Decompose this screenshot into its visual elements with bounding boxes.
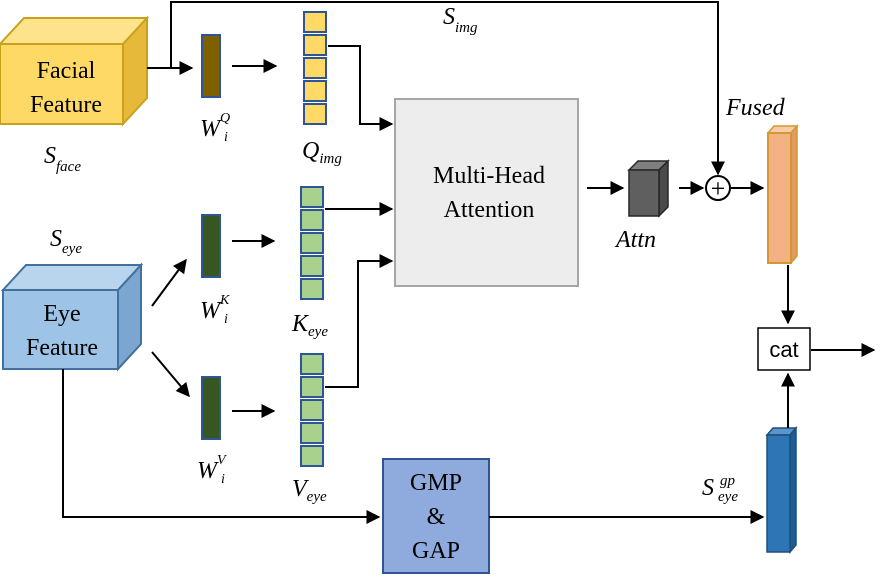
s-eye-label: Seye xyxy=(50,226,82,257)
wk-bar xyxy=(201,214,221,278)
attn-cube-side xyxy=(658,159,669,218)
fused-bar-front xyxy=(767,132,792,264)
wv-bar xyxy=(201,376,221,440)
k-eye-label: Keye xyxy=(291,311,328,340)
k-eye-vector xyxy=(300,186,324,300)
v-cell xyxy=(300,399,324,421)
s-eye-gp-sub: eye xyxy=(718,489,738,505)
arrow-eye-to-gmp-gap xyxy=(62,369,381,524)
k-cell xyxy=(300,255,324,277)
facial-feature-cube: Facial Feature xyxy=(0,15,150,127)
concat-label: cat xyxy=(769,337,798,362)
fused-label: Fused xyxy=(725,95,786,121)
k-cell xyxy=(300,232,324,254)
s-eye-gp-label: S xyxy=(702,475,714,501)
eye-feature-cube: Eye Feature xyxy=(0,262,144,372)
add-operator-symbol: + xyxy=(711,174,726,203)
s-face-label: Sface xyxy=(44,143,81,175)
v-eye-vector xyxy=(300,353,324,467)
attn-cube-front xyxy=(628,169,660,217)
wq-label: WQ xyxy=(200,111,230,142)
attn-cube xyxy=(627,159,670,218)
wq-bar xyxy=(201,34,221,98)
v-cell xyxy=(300,353,324,375)
q-cell xyxy=(303,103,327,125)
arrow-q-to-mha xyxy=(328,45,394,131)
v-eye-label: Veye xyxy=(292,476,327,505)
gmp-gap-label-line2: & xyxy=(427,504,446,530)
arrow-eye-to-wk xyxy=(151,258,187,307)
q-cell xyxy=(303,80,327,102)
wk-label: WK xyxy=(200,293,230,324)
arrow-s-img-skip xyxy=(170,1,725,176)
arrow-eye-to-wv xyxy=(151,351,190,398)
wk-label-sub: i xyxy=(224,312,228,327)
mha-label-line1: Multi-Head xyxy=(433,163,545,189)
s-eye-gp-bar-front xyxy=(766,434,791,553)
gmp-gap-box xyxy=(382,458,490,574)
k-cell xyxy=(300,278,324,300)
wq-label-sub: i xyxy=(224,130,228,145)
v-cell xyxy=(300,422,324,444)
wv-label: WV xyxy=(197,453,227,484)
v-cell xyxy=(300,376,324,398)
eye-cube-front xyxy=(2,289,119,370)
s-eye-gp-bar xyxy=(765,425,798,555)
gmp-gap-label-line1: GMP xyxy=(410,470,462,496)
eye-feature-label-line1: Eye xyxy=(43,301,80,327)
q-img-vector xyxy=(303,11,327,125)
q-cell xyxy=(303,57,327,79)
facial-cube-front xyxy=(0,43,124,125)
s-img-label: Simg xyxy=(443,4,478,36)
arrow-v-to-mha xyxy=(325,254,394,388)
k-cell xyxy=(300,209,324,231)
multi-head-attention-box xyxy=(394,98,579,287)
add-operator-circle xyxy=(705,175,731,201)
k-cell xyxy=(300,186,324,208)
wv-label-sub: i xyxy=(221,472,225,487)
q-cell xyxy=(303,34,327,56)
connectors xyxy=(62,1,876,524)
attn-label: Attn xyxy=(614,227,656,253)
s-eye-gp-bar-side xyxy=(789,425,797,555)
s-eye-gp-sup: gp xyxy=(720,473,736,489)
eye-feature-label-line2: Feature xyxy=(26,335,98,361)
gmp-gap-label-line3: GAP xyxy=(412,538,460,564)
facial-feature-label-line1: Facial xyxy=(37,58,96,84)
mha-label-line2: Attention xyxy=(444,197,535,223)
fused-bar xyxy=(766,123,799,266)
q-img-label: Qimg xyxy=(302,138,342,167)
concat-box xyxy=(757,327,811,371)
facial-cube-top xyxy=(0,17,150,45)
facial-feature-label-line2: Feature xyxy=(30,92,102,118)
q-cell xyxy=(303,11,327,33)
v-cell xyxy=(300,445,324,467)
